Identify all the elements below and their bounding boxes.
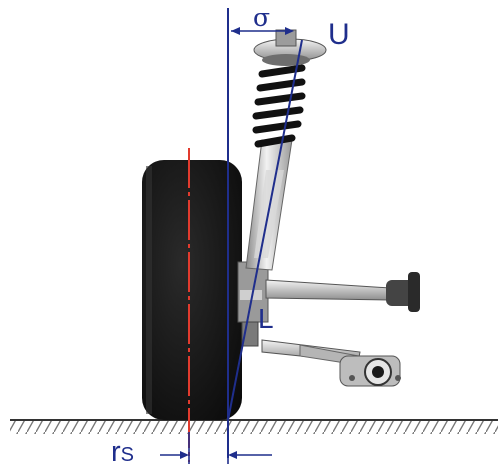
upper-point-label: U <box>328 18 350 51</box>
tire <box>142 160 242 420</box>
lower-point-label: L <box>258 303 274 334</box>
tie-rod <box>265 272 420 312</box>
scrub-radius-label: rS <box>111 438 134 467</box>
lower-control-arm <box>261 339 401 387</box>
steering-axis <box>227 39 303 421</box>
strut-top-mount <box>253 29 327 66</box>
ground <box>10 419 498 434</box>
lower-arm-bushing <box>339 355 401 387</box>
sigma-arrow <box>231 27 294 35</box>
sigma-label: σ <box>253 3 271 32</box>
scrub-radius-symbol: r <box>111 436 121 468</box>
coil-spring <box>252 64 306 148</box>
scrub-radius-subscript: S <box>120 444 135 466</box>
scrub-radius-dimension <box>160 432 272 464</box>
